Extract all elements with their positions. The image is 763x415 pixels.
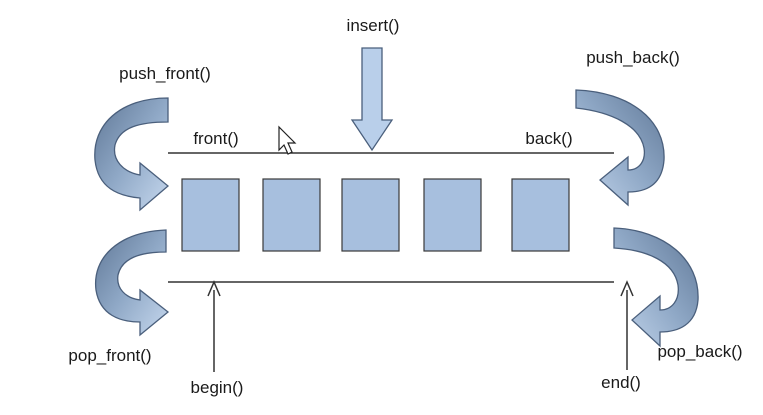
push-front-label: push_front() [119,64,211,83]
element-box-1 [181,178,240,252]
insert-label: insert() [347,16,400,35]
element-box-2 [262,178,321,252]
front-label: front() [193,129,238,148]
begin-pointer [207,280,221,372]
end-label: end() [601,373,641,392]
push-back-arrow [575,89,665,207]
pop-front-arrow [94,229,170,337]
back-label: back() [525,129,572,148]
element-box-3 [341,178,400,252]
element-box-5 [511,178,570,252]
pop-back-label: pop_back() [657,342,742,361]
end-pointer [620,280,634,370]
mouse-cursor-icon [278,125,297,155]
push-back-label: push_back() [586,48,680,67]
element-box-4 [423,178,482,252]
pop-front-label: pop_front() [68,346,151,365]
pop-back-arrow [613,227,699,348]
begin-label: begin() [191,378,244,397]
deque-elements [181,178,570,252]
insert-arrow [350,47,394,152]
push-front-arrow [94,97,170,212]
